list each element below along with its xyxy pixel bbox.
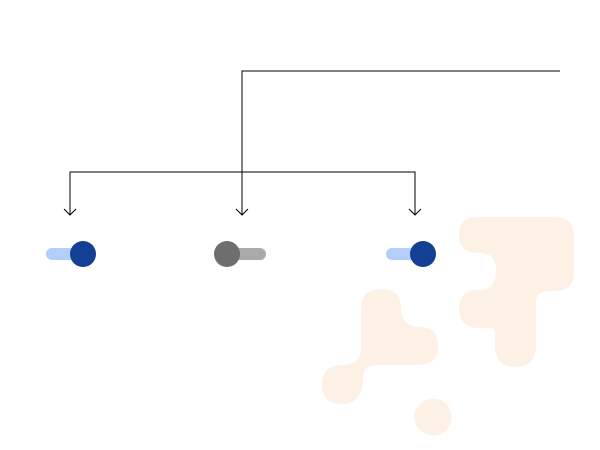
top-connector-line [241, 70, 560, 215]
decoration-dot [414, 398, 452, 436]
toggle-center[interactable] [214, 239, 274, 269]
toggle-thumb [214, 241, 240, 267]
decoration-blob-middle [322, 289, 438, 404]
toggle-left[interactable] [42, 239, 102, 269]
toggle-thumb [70, 241, 96, 267]
arrow-down-icon [408, 208, 422, 216]
toggle-right[interactable] [382, 239, 442, 269]
arrow-down-icon [235, 208, 249, 216]
decoration-blob-upper [459, 217, 574, 367]
toggle-thumb [410, 241, 436, 267]
arrow-down-icon [63, 208, 77, 216]
branch-connector-line [69, 171, 416, 215]
